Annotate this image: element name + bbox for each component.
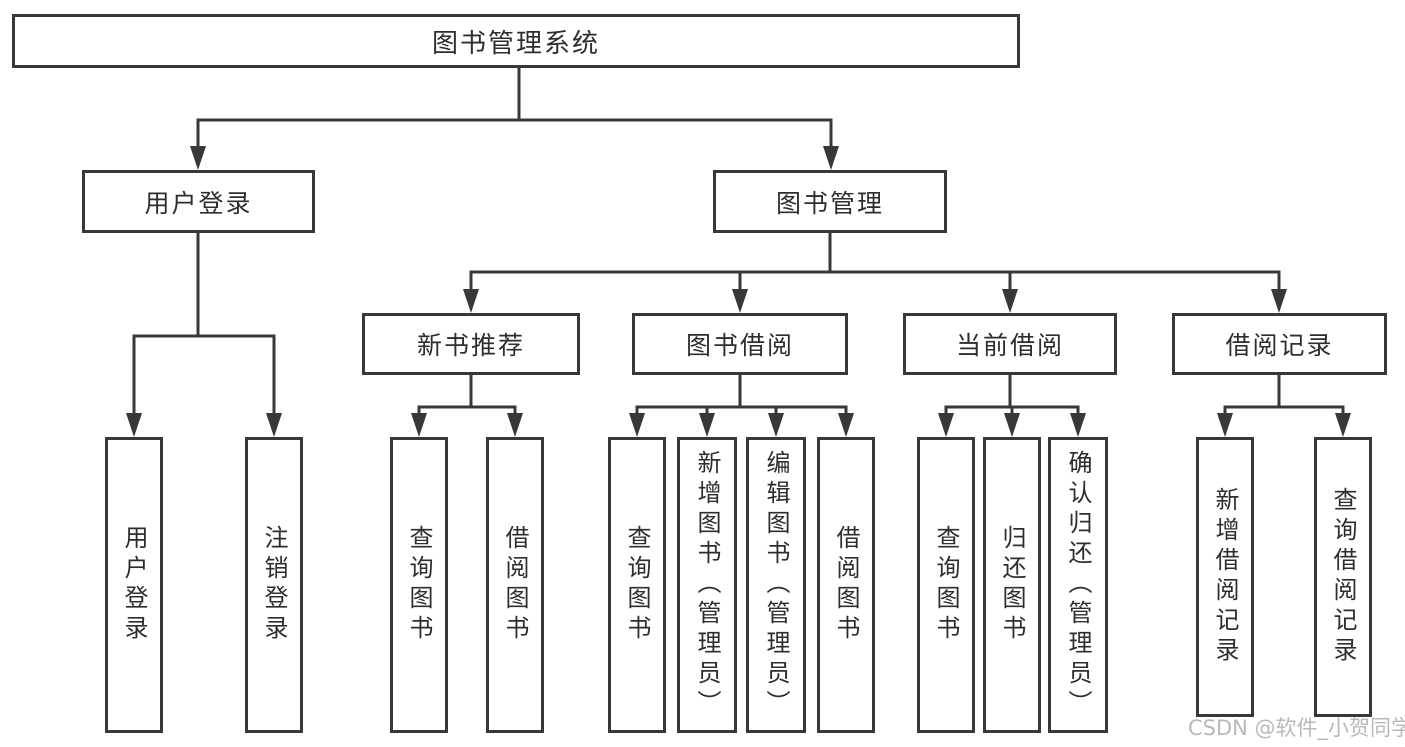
- arrowhead-icon: [732, 289, 748, 313]
- node-library-system-label: 图书管理系统: [431, 28, 600, 59]
- leaf-query-books-borrowing-label: 查询图书: [623, 525, 651, 645]
- leaf-confirm-return-admin-label: 确认归还（管理员）: [1064, 450, 1092, 720]
- node-new-book-recommendation-label: 新书推荐: [416, 331, 525, 360]
- node-book-management: 图书管理: [713, 170, 947, 233]
- node-book-management-label: 图书管理: [775, 188, 884, 218]
- leaf-logout-label: 注销登录: [260, 525, 288, 645]
- leaf-query-borrow-record: 查询借阅记录: [1314, 437, 1372, 717]
- arrowhead-icon: [1271, 289, 1287, 313]
- leaf-add-books-admin-label: 新增图书（管理员）: [693, 450, 721, 720]
- connector-book-branch: [469, 233, 1281, 291]
- connector-user-branch: [132, 233, 276, 415]
- arrowhead-icon: [266, 413, 282, 437]
- arrowhead-icon: [463, 289, 479, 313]
- arrowhead-icon: [126, 413, 142, 437]
- connector-root: [196, 68, 833, 148]
- connector-new-book: [417, 375, 517, 415]
- arrowhead-icon: [768, 413, 784, 437]
- leaf-edit-books-admin-label: 编辑图书（管理员）: [762, 450, 790, 720]
- arrowhead-icon: [823, 146, 839, 170]
- node-user-login-branch-label: 用户登录: [144, 188, 253, 218]
- arrowhead-icon: [411, 413, 427, 437]
- arrowhead-icon: [1070, 413, 1086, 437]
- arrowhead-icon: [1004, 413, 1020, 437]
- node-user-login-branch: 用户登录: [82, 170, 315, 233]
- arrowhead-icon: [938, 413, 954, 437]
- arrowhead-icon: [507, 413, 523, 437]
- leaf-borrow-books-borrowing: 借阅图书: [817, 437, 875, 733]
- arrowhead-icon: [1002, 289, 1018, 313]
- node-book-borrowing-label: 图书借阅: [685, 331, 794, 360]
- leaf-query-books-borrowing: 查询图书: [608, 437, 666, 733]
- arrowhead-icon: [1217, 413, 1233, 437]
- leaf-edit-books-admin: 编辑图书（管理员）: [746, 437, 806, 733]
- leaf-add-borrow-record: 新增借阅记录: [1196, 437, 1254, 717]
- leaf-query-books-current-label: 查询图书: [932, 525, 960, 645]
- node-new-book-recommendation: 新书推荐: [362, 313, 580, 375]
- csdn-watermark: CSDN @软件_小贺同学: [1188, 716, 1405, 740]
- node-current-borrowing-label: 当前借阅: [955, 331, 1064, 360]
- leaf-add-borrow-record-label: 新增借阅记录: [1211, 487, 1239, 667]
- arrowhead-icon: [838, 413, 854, 437]
- leaf-query-borrow-record-label: 查询借阅记录: [1329, 487, 1357, 667]
- node-borrowing-records-label: 借阅记录: [1225, 331, 1334, 360]
- leaf-user-login-label: 用户登录: [120, 525, 148, 645]
- leaf-user-login: 用户登录: [105, 437, 163, 733]
- leaf-borrow-books-borrowing-label: 借阅图书: [832, 525, 860, 645]
- arrowhead-icon: [699, 413, 715, 437]
- leaf-query-books-recommend: 查询图书: [390, 437, 448, 733]
- leaf-return-books-label: 归还图书: [998, 525, 1026, 645]
- leaf-borrow-books-recommend: 借阅图书: [486, 437, 544, 733]
- connector-borrow-records: [1223, 375, 1345, 415]
- leaf-return-books: 归还图书: [983, 437, 1041, 733]
- leaf-add-books-admin: 新增图书（管理员）: [677, 437, 737, 733]
- arrowhead-icon: [190, 146, 206, 170]
- connector-current-borrow: [944, 375, 1080, 415]
- arrowhead-icons: [126, 146, 1351, 437]
- leaf-query-books-current: 查询图书: [917, 437, 975, 733]
- leaf-confirm-return-admin: 确认归还（管理员）: [1048, 437, 1108, 733]
- node-current-borrowing: 当前借阅: [903, 313, 1117, 375]
- connector-lines: [132, 68, 1345, 415]
- connector-book-borrow: [635, 375, 848, 415]
- leaf-borrow-books-recommend-label: 借阅图书: [501, 525, 529, 645]
- node-library-system: 图书管理系统: [12, 14, 1020, 68]
- node-borrowing-records: 借阅记录: [1172, 313, 1387, 375]
- arrowhead-icon: [629, 413, 645, 437]
- arrowhead-icon: [1335, 413, 1351, 437]
- leaf-logout: 注销登录: [245, 437, 303, 733]
- node-book-borrowing: 图书借阅: [632, 313, 848, 375]
- leaf-query-books-recommend-label: 查询图书: [405, 525, 433, 645]
